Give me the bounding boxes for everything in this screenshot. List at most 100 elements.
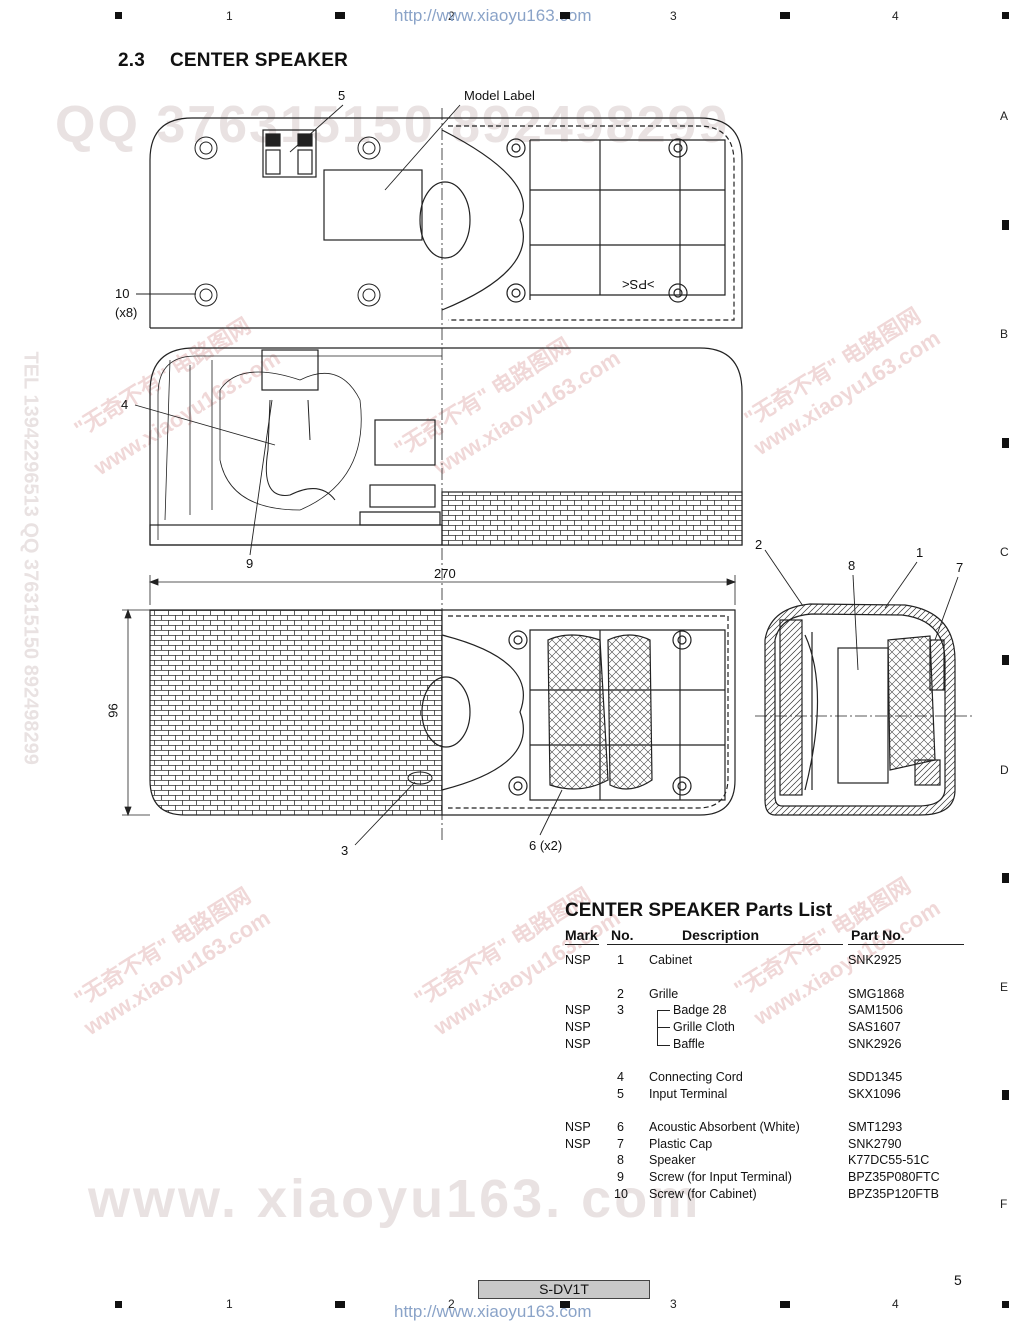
page-number: 5 (954, 1272, 962, 1288)
callout-4: 4 (121, 397, 129, 412)
side-letter-e: E (1000, 980, 1009, 994)
row-description: Screw (for Cabinet) (649, 1187, 757, 1201)
row-part-no: SKX1096 (848, 1087, 901, 1101)
header-no: No. (611, 927, 634, 943)
section-title: 2.3 CENTER SPEAKER (118, 50, 348, 72)
row-no: 10 (614, 1187, 628, 1201)
row-description: Acoustic Absorbent (White) (649, 1120, 800, 1134)
table-row: NSP Baffle SNK2926 (565, 1037, 965, 1053)
parts-list-header: Mark No. Description Part No. (565, 927, 965, 945)
grid-square (780, 12, 790, 19)
row-description: Badge 28 (673, 1003, 727, 1017)
dimension-height: 96 (105, 703, 121, 718)
row-mark: NSP (565, 953, 591, 967)
callout-9: 9 (246, 556, 254, 571)
row-no: 2 (617, 987, 624, 1001)
grid-number-1-bottom: 1 (226, 1297, 233, 1311)
row-part-no: SMT1293 (848, 1120, 903, 1134)
row-description: Connecting Cord (649, 1070, 743, 1084)
dimension-lines (122, 575, 737, 817)
row-description: Grille (649, 987, 679, 1001)
row-mark: NSP (565, 1037, 591, 1051)
callout-1: 1 (916, 545, 924, 560)
grid-square (1002, 1301, 1009, 1308)
callout-7: 7 (956, 560, 964, 575)
row-no: 8 (617, 1153, 624, 1167)
grid-number-1: 1 (226, 9, 233, 23)
table-row: NSP 7 Plastic Cap SNK2790 (565, 1137, 965, 1153)
table-row: NSP 3 Badge 28 SAM1506 (565, 1003, 965, 1019)
row-description: Screw (for Input Terminal) (649, 1170, 792, 1184)
callout-6: 6 (x2) (529, 838, 563, 853)
row-description: Input Terminal (649, 1087, 728, 1101)
table-row: 5 Input Terminal SKX1096 (565, 1087, 965, 1103)
row-description: Grille Cloth (673, 1020, 735, 1034)
watermark-qq-top: QQ 376315150 892498299 (55, 96, 730, 154)
row-mark: NSP (565, 1137, 591, 1151)
table-row: NSP Grille Cloth SAS1607 (565, 1020, 965, 1036)
center-speaker-diagram (122, 104, 972, 846)
row-no: 9 (617, 1170, 624, 1184)
front-view (149, 609, 736, 816)
grid-square (115, 12, 122, 19)
rear-view (149, 117, 743, 329)
callout-model-label: Model Label (464, 88, 535, 103)
table-row: 8 Speaker K77DC55-51C (565, 1153, 965, 1169)
row-no: 3 (617, 1003, 624, 1017)
row-part-no: SAS1607 (848, 1020, 901, 1034)
row-part-no: SNK2926 (848, 1037, 902, 1051)
row-part-no: SNK2925 (848, 953, 902, 967)
row-no: 6 (617, 1120, 624, 1134)
row-description: Baffle (673, 1037, 705, 1051)
row-mark: NSP (565, 1020, 591, 1034)
row-part-no: BPZ35P080FTC (848, 1170, 940, 1184)
row-part-no: BPZ35P120FTB (848, 1187, 940, 1201)
footer-url[interactable]: http://www.xiaoyu163.com (394, 1302, 592, 1321)
header-description: Description (682, 927, 760, 943)
assembly-bracket (657, 1010, 671, 1046)
row-no: 5 (617, 1087, 624, 1101)
header-mark: Mark (565, 927, 598, 943)
grid-square (560, 1301, 570, 1308)
grid-number-4: 4 (892, 9, 899, 23)
side-mark (1002, 220, 1009, 230)
row-no: 4 (617, 1070, 624, 1084)
grid-square (1002, 12, 1009, 19)
table-row: 10 Screw (for Cabinet) BPZ35P120FTB (565, 1187, 965, 1203)
row-description: Speaker (649, 1153, 696, 1167)
row-description: Plastic Cap (649, 1137, 713, 1151)
grid-number-2-bottom: 2 (448, 1297, 455, 1311)
dimension-width: 270 (434, 566, 456, 581)
leader-lines (134, 104, 959, 846)
model-name-box: S-DV1T (478, 1280, 650, 1299)
parts-list-title: CENTER SPEAKER Parts List (565, 900, 833, 921)
grid-square (115, 1301, 122, 1308)
side-mark (1002, 655, 1009, 665)
side-mark (1002, 873, 1009, 883)
table-row: 9 Screw (for Input Terminal) BPZ35P080FT… (565, 1170, 965, 1186)
table-row: 2 Grille SMG1868 (565, 987, 965, 1003)
ps-mark: >PS< (622, 277, 655, 292)
callout-10: 10 (115, 286, 130, 301)
side-letter-d: D (1000, 763, 1009, 777)
row-part-no: SAM1506 (848, 1003, 903, 1017)
row-no: 7 (617, 1137, 624, 1151)
grid-number-4-bottom: 4 (892, 1297, 899, 1311)
header-part-no: Part No. (851, 927, 905, 943)
section-number: 2.3 (118, 50, 146, 71)
row-no: 1 (617, 953, 624, 967)
callout-10-qty: (x8) (115, 305, 138, 320)
watermark-url-bottom: www. xiaoyu163. com (88, 1169, 702, 1229)
row-part-no: SDD1345 (848, 1070, 903, 1084)
grid-number-3: 3 (670, 9, 677, 23)
row-part-no: SNK2790 (848, 1137, 902, 1151)
grid-square (335, 1301, 345, 1308)
side-letter-f: F (1000, 1197, 1008, 1211)
grid-number-2: 2 (448, 9, 455, 23)
section-heading: CENTER SPEAKER (169, 50, 349, 71)
grid-square (335, 12, 345, 19)
callout-3: 3 (341, 843, 349, 858)
header-url[interactable]: http://www.xiaoyu163.com (394, 6, 592, 25)
table-row: NSP 6 Acoustic Absorbent (White) SMT1293 (565, 1120, 965, 1136)
cross-section-view (764, 603, 956, 816)
